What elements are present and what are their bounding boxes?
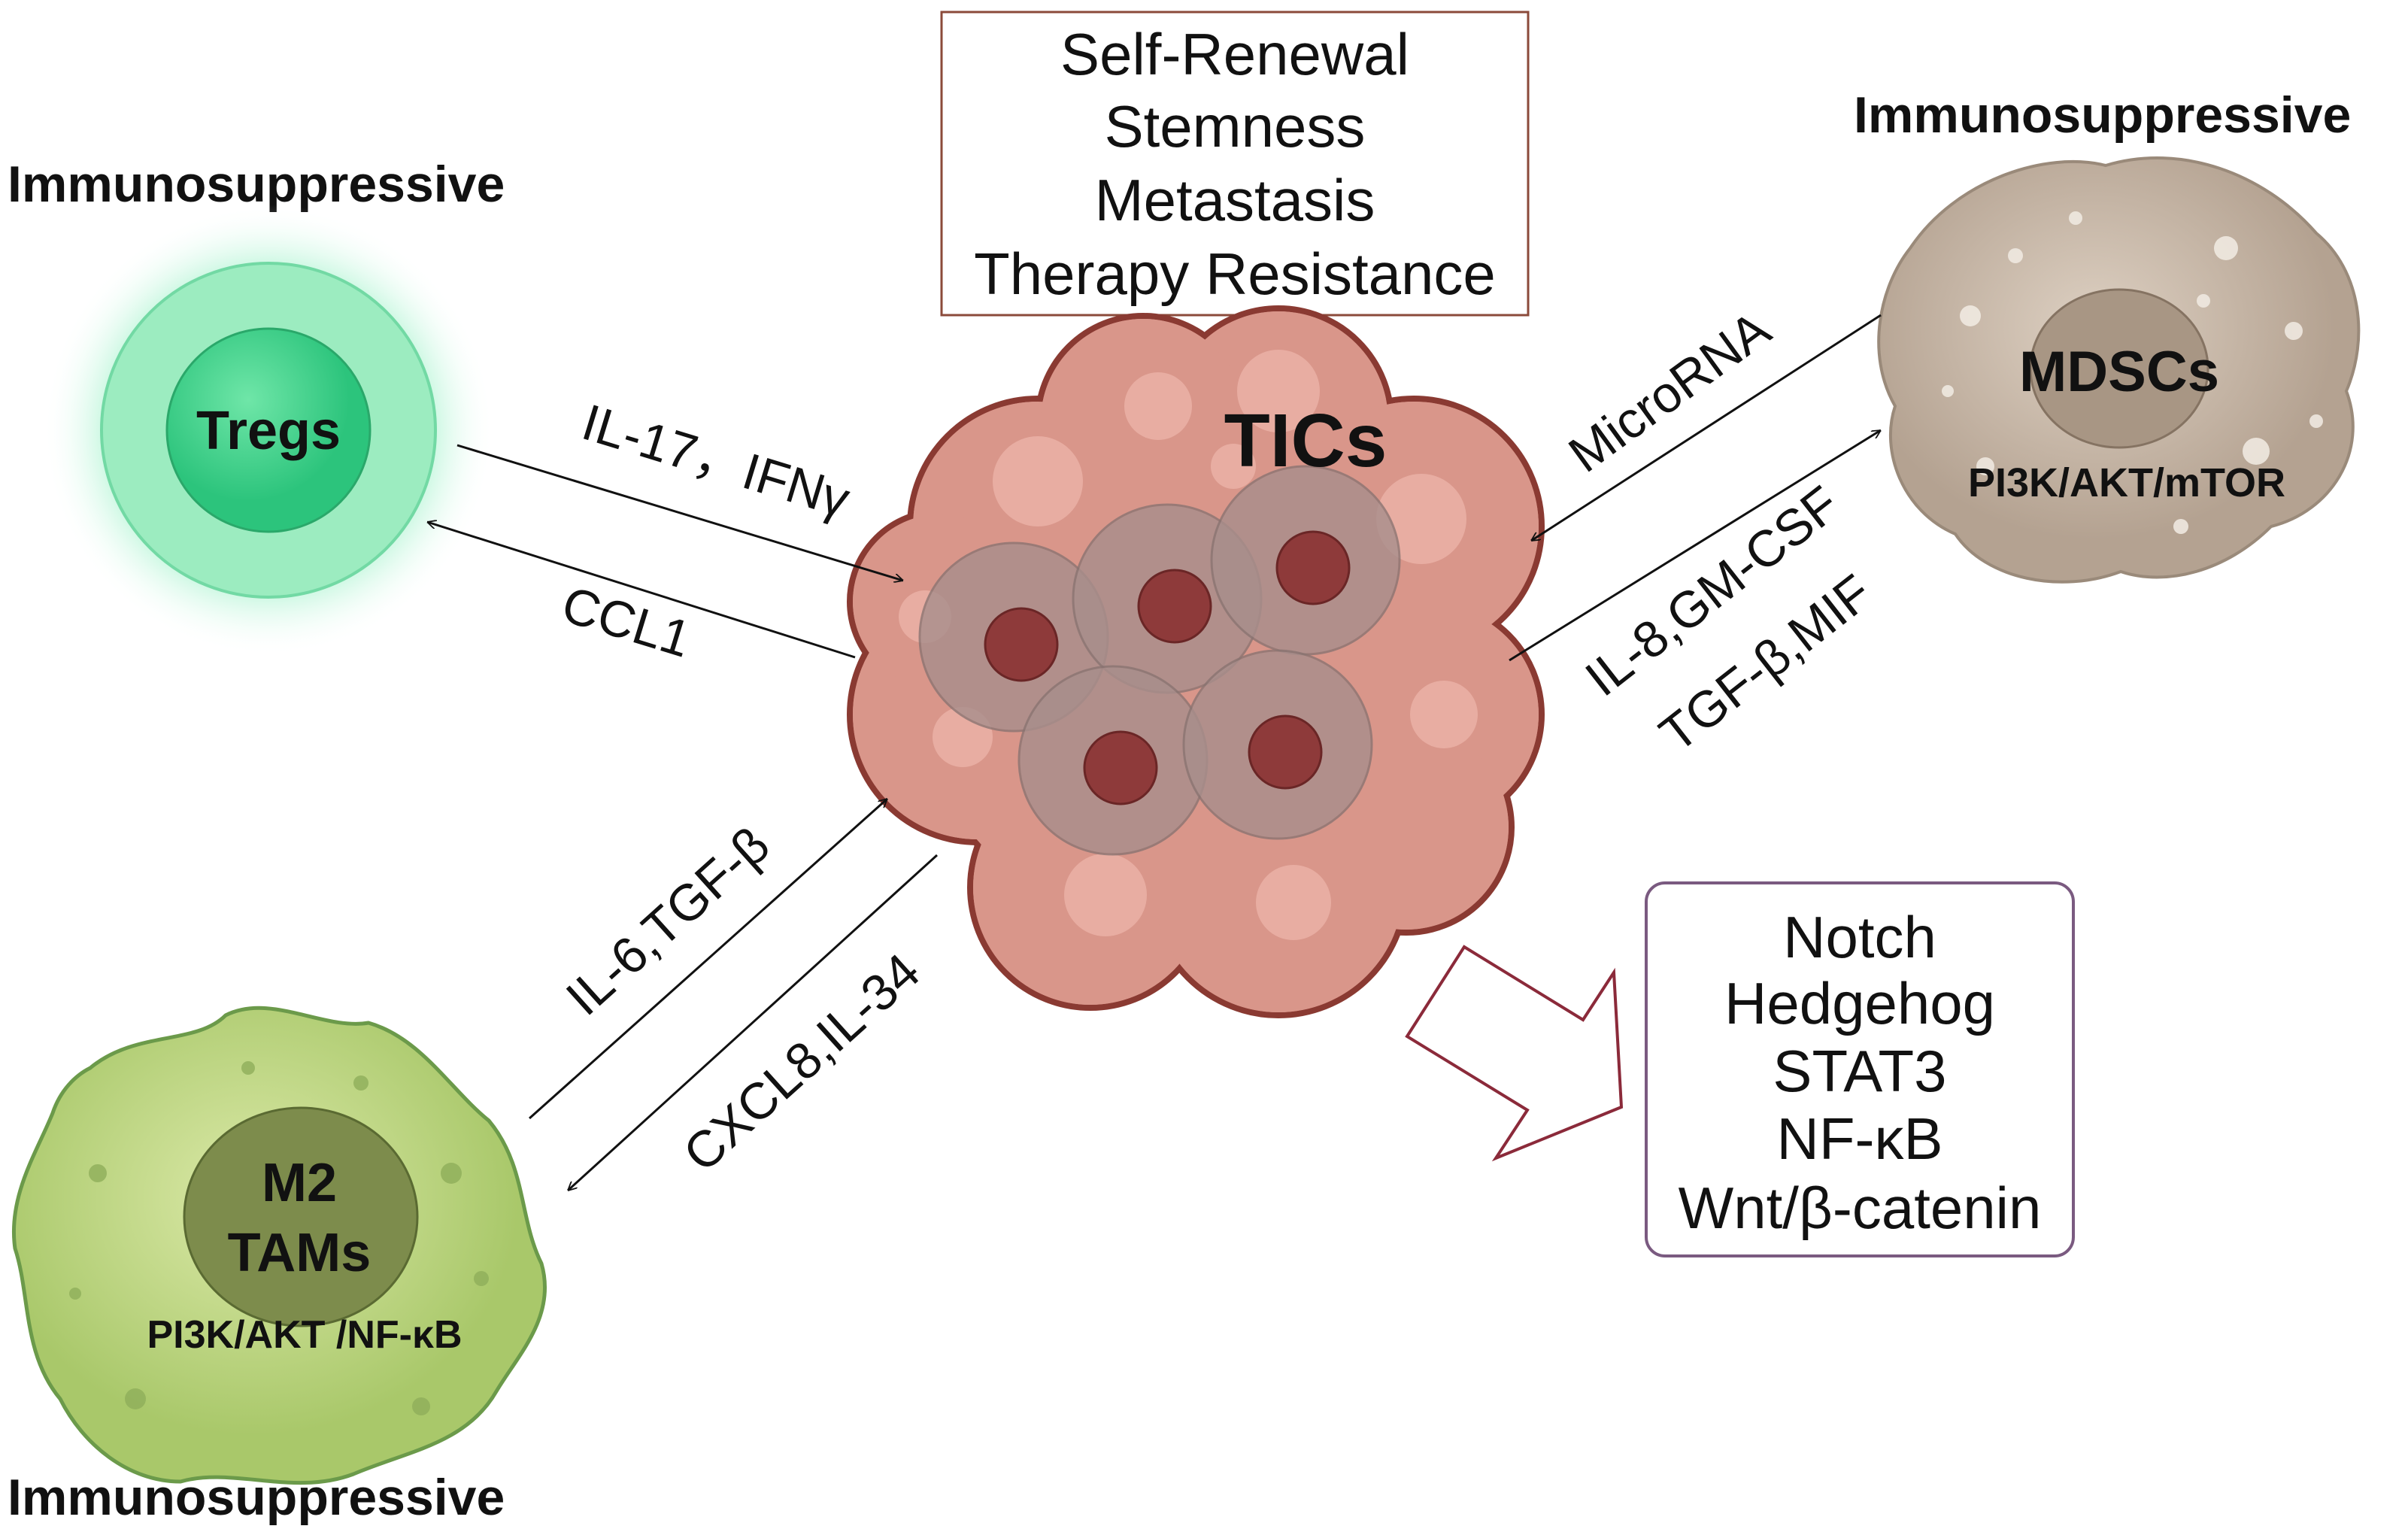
pathway-hedgehog: Hedgehog (1724, 970, 1995, 1036)
tics-highlight (1237, 350, 1320, 432)
tic-nucleus (1137, 569, 1212, 644)
tregs-status: Immunosuppressive (8, 156, 505, 213)
pathway-stat3: STAT3 (1773, 1038, 1946, 1104)
property-metastasis: Metastasis (1095, 167, 1375, 233)
mdscs-cell: MDSCs PI3K/AKT/mTOR (1877, 156, 2361, 584)
arrow-mdscs-to-tics (1531, 314, 1882, 542)
pathway-nfkb: NF-κB (1777, 1106, 1943, 1172)
tics-cluster (847, 305, 1545, 1018)
mdscs-status: Immunosuppressive (1854, 86, 2351, 144)
arrow-tics-to-mdscs (1509, 429, 1881, 662)
tics-highlight (993, 436, 1083, 526)
label-il17-ifng: IL-17，IFNγ (576, 393, 857, 529)
property-stemness: Stemness (1105, 93, 1366, 159)
tics-highlight (1064, 854, 1147, 936)
signaling-pathways-box: Notch Hedgehog STAT3 NF-κB Wnt/β-catenin (1645, 881, 2075, 1257)
tregs-cell: Tregs (43, 205, 494, 656)
tic-nucleus (984, 607, 1059, 682)
label-microrna: MicroRNA (1558, 300, 1781, 484)
tics-label: TICs (1224, 399, 1387, 483)
arrow-tics-to-tregs (427, 522, 856, 659)
tic-nucleus (1083, 730, 1158, 805)
pathway-notch: Notch (1783, 904, 1936, 970)
tams-label: TAMs (228, 1223, 372, 1283)
tregs-label: Tregs (196, 401, 341, 461)
arrow-tams-to-tics (529, 799, 887, 1120)
tams-label-m2: M2 (262, 1153, 337, 1213)
mdscs-pathway: PI3K/AKT/mTOR (1968, 460, 2285, 505)
tams-cell: M2 TAMs PI3K/AKT /NF-κB (12, 1006, 547, 1485)
tic-nucleus (1275, 530, 1351, 605)
open-arrow-icon (1405, 945, 1624, 1162)
properties-box: Self-Renewal Stemness Metastasis Therapy… (940, 11, 1530, 317)
tics-highlight (1410, 681, 1478, 748)
property-self-renewal: Self-Renewal (1060, 21, 1409, 87)
property-therapy-resistance: Therapy Resistance (974, 241, 1496, 307)
arrow-tics-to-tams (568, 854, 939, 1191)
arrow-tregs-to-tics (456, 444, 903, 581)
tic-nucleus (1248, 714, 1323, 790)
label-ccl1: CCL1 (556, 575, 697, 669)
tams-pathway: PI3K/AKT /NF-κB (147, 1313, 462, 1357)
tics-highlight (1211, 444, 1256, 489)
tics-highlight (1256, 865, 1331, 940)
pathway-wnt: Wnt/β-catenin (1679, 1175, 2042, 1241)
mdscs-label: MDSCs (2019, 340, 2219, 404)
tics-highlight (1124, 372, 1192, 440)
